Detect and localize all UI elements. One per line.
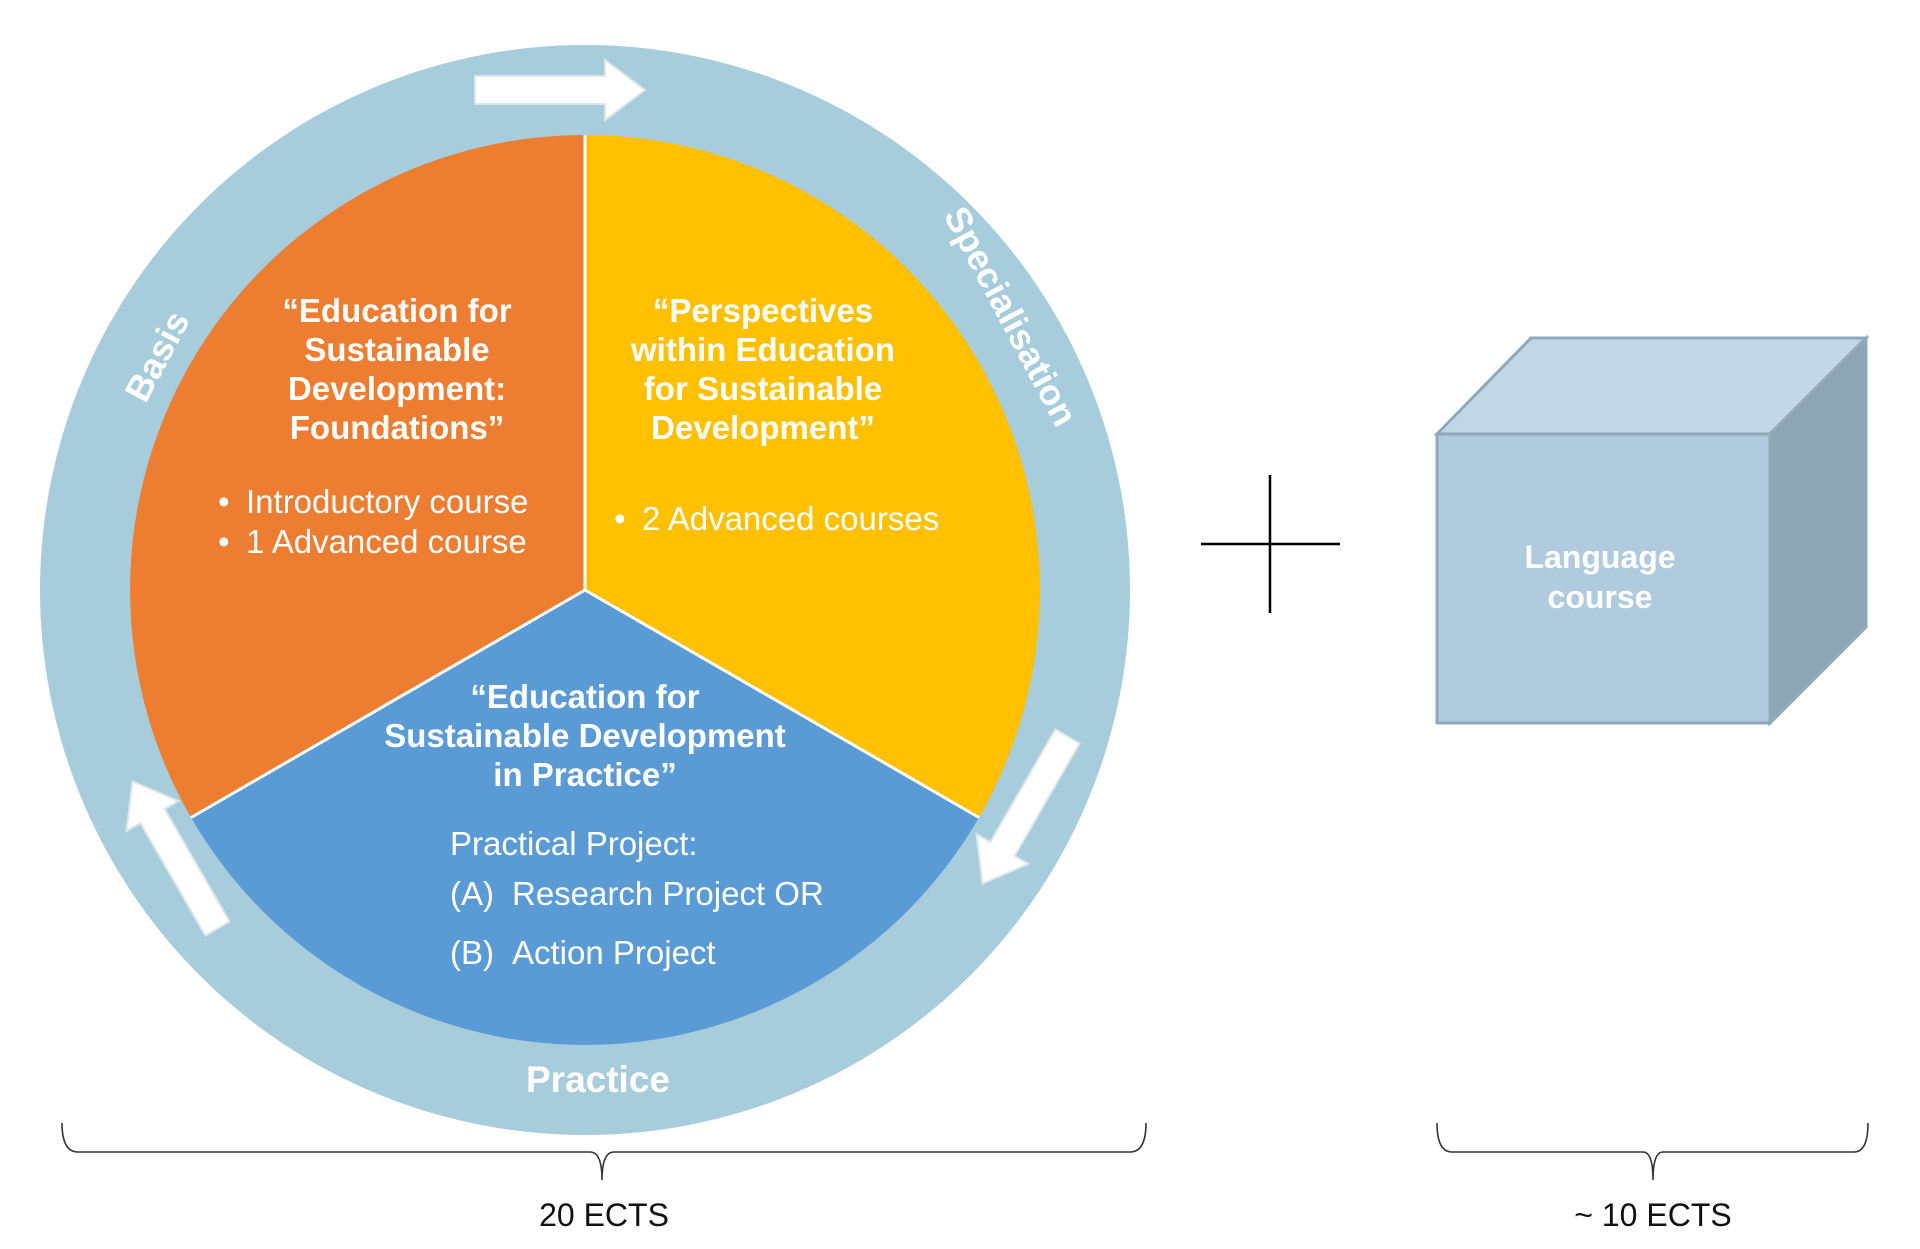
practice-title-line: Sustainable Development	[384, 717, 786, 754]
perspectives-title-line: for Sustainable	[644, 370, 882, 407]
foundations-course-list: • Introductory course • 1 Advanced cours…	[218, 483, 528, 560]
language-course-label: Language	[1524, 539, 1675, 575]
language-course-label: course	[1548, 579, 1653, 615]
perspectives-title-line: Development”	[651, 409, 875, 446]
segment-foundations	[130, 135, 585, 818]
practice-option-text: Research Project OR	[512, 875, 824, 912]
practice-option-list: (A) Research Project OR (B) Action Proje…	[450, 875, 824, 971]
perspectives-title-line: “Perspectives	[653, 292, 873, 329]
arrow-icon-left	[125, 779, 231, 937]
perspectives-title-line: within Education	[630, 331, 895, 368]
perspectives-course-list: • 2 Advanced courses	[614, 500, 939, 537]
language-ects-label: ~ 10 ECTS	[1574, 1197, 1731, 1233]
perspectives-course-item: 2 Advanced courses	[642, 500, 939, 537]
practice-title-line: “Education for	[470, 678, 699, 715]
ring-label-practice: Practice	[526, 1059, 670, 1100]
bullet-icon: •	[218, 523, 230, 560]
bullet-icon: •	[218, 483, 230, 520]
plus-icon	[1201, 475, 1340, 613]
segment-dividers	[190, 135, 980, 819]
foundations-title-line: Development:	[288, 370, 506, 407]
arrow-icon-top	[474, 58, 647, 122]
foundations-title-line: Sustainable	[304, 331, 489, 368]
foundations-title-line: “Education for	[282, 292, 511, 329]
foundations-course-item: 1 Advanced course	[246, 523, 527, 560]
language-course-cube: Language course	[1433, 334, 1870, 727]
cube-front-face	[1435, 432, 1772, 725]
practice-option-text: Action Project	[512, 934, 716, 971]
segment-perspectives	[585, 135, 1040, 818]
brace-language	[1436, 1122, 1869, 1181]
foundations-title: “Education for Sustainable Development: …	[282, 292, 511, 446]
practice-option-marker: (A)	[450, 875, 494, 912]
practice-title-line: in Practice”	[493, 756, 676, 793]
foundations-course-item: Introductory course	[246, 483, 528, 520]
practice-title: “Education for Sustainable Development i…	[384, 678, 786, 793]
practice-subtitle: Practical Project:	[450, 825, 698, 862]
bullet-icon: •	[614, 500, 626, 537]
wheel-ects-label: 20 ECTS	[539, 1197, 669, 1233]
foundations-title-line: Foundations”	[290, 409, 504, 446]
perspectives-title: “Perspectives within Education for Susta…	[630, 292, 895, 446]
segment-practice	[191, 590, 979, 1045]
brace-wheel	[61, 1122, 1147, 1181]
arrow-icon-right	[975, 728, 1081, 886]
practice-option-marker: (B)	[450, 934, 494, 971]
